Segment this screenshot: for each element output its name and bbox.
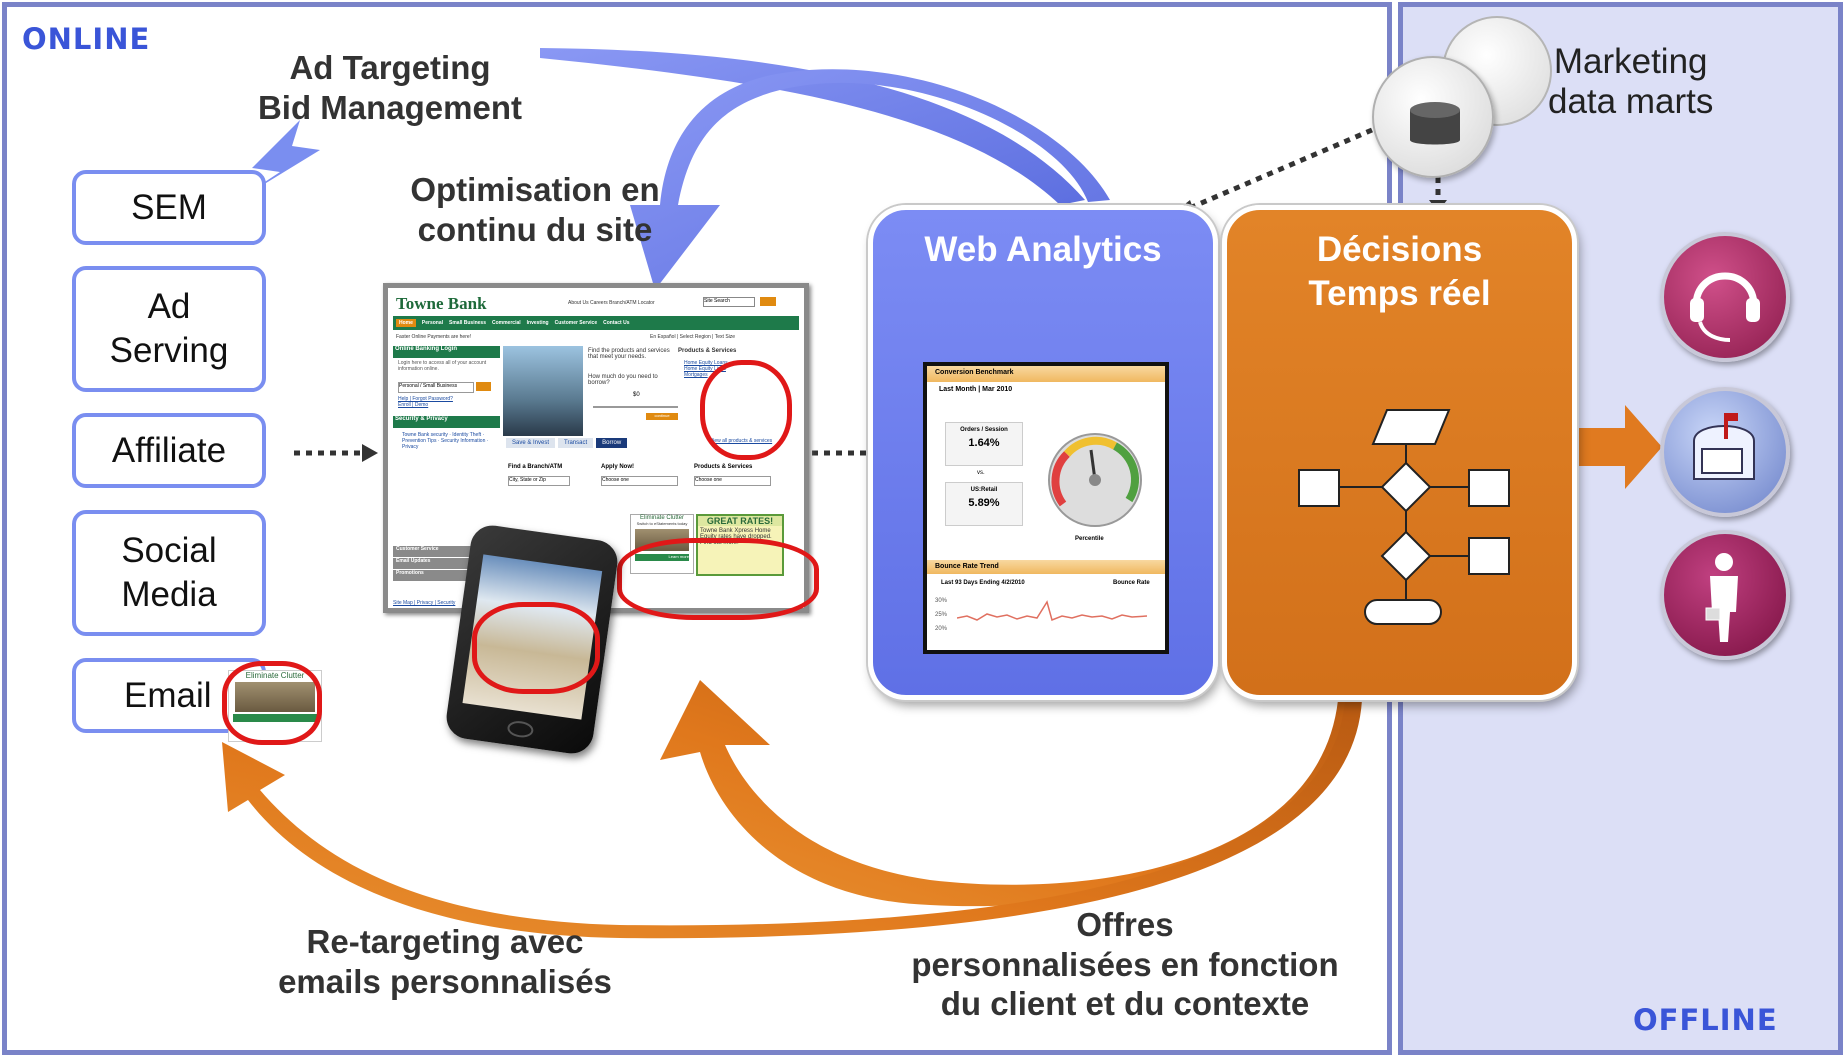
site-nav-item[interactable]: Commercial (492, 320, 521, 326)
site-brand: Towne Bank (396, 294, 487, 313)
site-nav-item[interactable]: Personal (421, 320, 444, 326)
percentile-gauge (1048, 433, 1142, 527)
products-highlight (700, 360, 792, 460)
email-highlight (222, 661, 322, 745)
product-link[interactable]: Home Equity Lines (684, 366, 726, 372)
flowchart-icon (1298, 409, 1510, 625)
channel-sem[interactable]: SEM (72, 170, 266, 245)
site-search-input[interactable]: Site Search (703, 297, 755, 307)
headset-icon (1660, 232, 1790, 362)
channel-affiliate[interactable]: Affiliate (72, 413, 266, 488)
bounce-y-ticks: 30% 25% 20% (935, 594, 947, 636)
phone-highlight (472, 602, 600, 694)
database-icon (1372, 56, 1494, 178)
output-arrow (1572, 405, 1662, 489)
analytics-dashboard: Conversion Benchmark Last Month | Mar 20… (923, 362, 1169, 654)
ads-highlight (617, 538, 819, 620)
site-menu-item[interactable]: Email Updates (393, 558, 498, 569)
hero-photo (503, 346, 583, 436)
site-nav: Home Personal Small Business Commercial Inve… (393, 316, 799, 330)
product-link[interactable]: Mortgages (684, 372, 708, 378)
channel-social-media[interactable]: Social Media (72, 510, 266, 636)
site-nav-item[interactable]: Small Business (449, 320, 486, 326)
bounce-y-tick: 20% (935, 626, 948, 632)
hero-tab[interactable]: Save & Invest (506, 438, 556, 448)
hero-tab[interactable]: Transact (558, 438, 594, 448)
businessman-icon (1660, 530, 1790, 660)
site-nav-item[interactable]: Home (396, 319, 416, 327)
datamart-to-analytics-dotted-arrow (1184, 127, 1373, 213)
channel-ad-serving[interactable]: Ad Serving (72, 266, 266, 392)
site-nav-item[interactable]: Customer Service (554, 320, 598, 326)
site-menu-item[interactable]: Customer Service (393, 546, 498, 557)
product-link[interactable]: Home Equity Loans (684, 360, 728, 366)
online-zone-label: ONLINE (22, 22, 151, 56)
bounce-y-tick: 25% (935, 612, 948, 618)
sem-arrowhead (230, 120, 320, 205)
mailbox-icon (1660, 387, 1790, 517)
site-nav-item[interactable]: Investing (526, 320, 549, 326)
site-menu-item[interactable]: Promotions (393, 570, 498, 581)
hero-tab[interactable]: Borrow (596, 438, 628, 448)
offline-zone-label: OFFLINE (1633, 1003, 1778, 1037)
bounce-rate-line (957, 600, 1148, 622)
retargeting-arrow (222, 700, 1362, 939)
web-analytics-card: Web Analytics Conversion Benchmark Last … (868, 205, 1218, 700)
site-nav-item[interactable]: Contact Us (603, 320, 630, 326)
bounce-y-tick: 30% (935, 598, 948, 604)
web-analytics-title: Web Analytics (924, 230, 1162, 269)
offers-arrow (660, 680, 1360, 907)
